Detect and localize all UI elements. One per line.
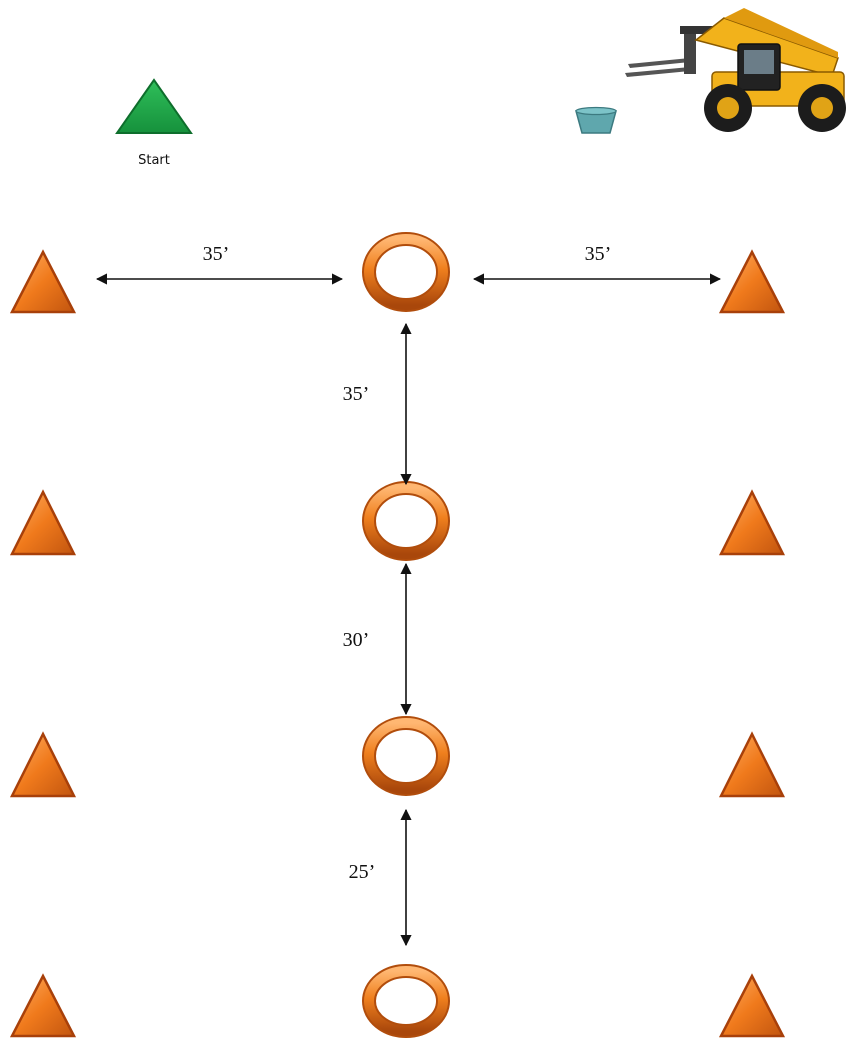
cone-left-3: [12, 734, 74, 796]
ring-3: [369, 723, 443, 789]
dim-label-ring3-ring4: 25’: [349, 861, 376, 883]
dim-label-ring1-ring2: 35’: [343, 383, 370, 405]
dim-label-ring2-ring3: 30’: [343, 629, 370, 651]
ring-1: [369, 239, 443, 305]
cone-right-4: [721, 976, 783, 1036]
ring-4: [369, 971, 443, 1031]
start-label: Start: [138, 153, 170, 168]
cone-right-2: [721, 492, 783, 554]
cone-left-2: [12, 492, 74, 554]
cone-right-3: [721, 734, 783, 796]
dim-label-right: 35’: [585, 243, 612, 265]
dim-label-left: 35’: [203, 243, 230, 265]
telehandler-forklift-icon: [625, 8, 846, 132]
cone-right-1: [721, 252, 783, 312]
ring-2: [369, 488, 443, 554]
bucket-icon: [576, 108, 616, 134]
cone-left-1: [12, 252, 74, 312]
cone-left-4: [12, 976, 74, 1036]
start-cone-icon: [117, 80, 191, 133]
